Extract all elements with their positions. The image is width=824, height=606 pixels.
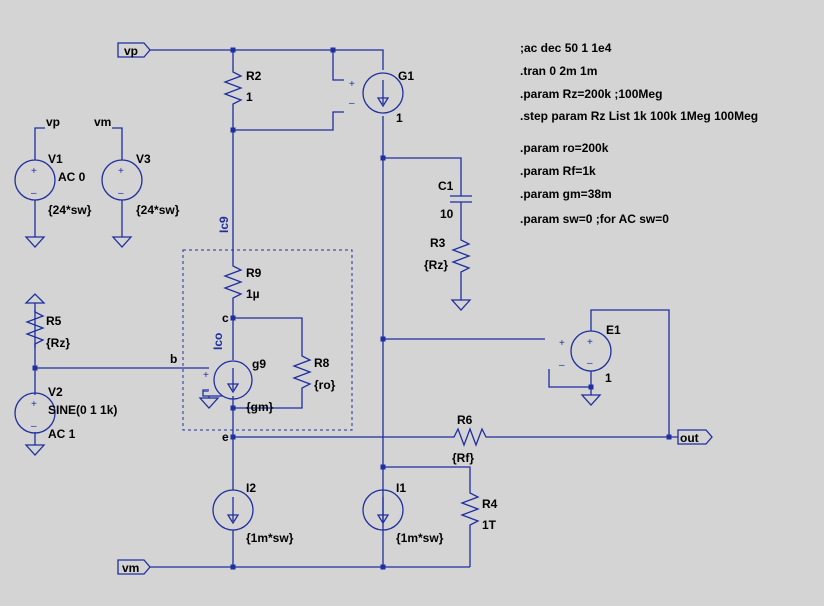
V2-value2: AC 1 xyxy=(48,427,76,441)
wires xyxy=(34,49,678,568)
V2-name: V2 xyxy=(48,385,63,399)
vm-net-label: vm xyxy=(94,115,111,129)
svg-text:out: out xyxy=(680,431,699,445)
R2-value: 1 xyxy=(246,90,253,104)
resistor-R3[interactable] xyxy=(451,234,471,278)
svg-text:+: + xyxy=(559,338,565,349)
svg-text:+: + xyxy=(31,166,37,177)
directive-ac: ;ac dec 50 1 1e4 xyxy=(520,41,612,55)
vcvs-E1[interactable]: + – + – xyxy=(559,330,612,372)
resistor-R6[interactable] xyxy=(448,427,488,447)
voltage-source-V2[interactable]: + – xyxy=(14,392,56,434)
capacitor-C1[interactable] xyxy=(450,180,472,218)
R4-name: R4 xyxy=(482,497,498,511)
svg-text:–: – xyxy=(349,98,355,109)
V3-name: V3 xyxy=(136,152,151,166)
R8-value: {ro} xyxy=(314,378,336,392)
directive-param-ro: .param ro=200k xyxy=(520,141,609,155)
C1-value: 10 xyxy=(440,207,454,221)
svg-text:–: – xyxy=(587,358,593,369)
ground-symbols xyxy=(24,236,602,456)
directive-param-rz: .param Rz=200k ;100Meg xyxy=(520,87,662,101)
G1-name: G1 xyxy=(398,69,414,83)
R8-name: R8 xyxy=(314,356,330,370)
vm-flag-bottom: vm xyxy=(117,559,151,575)
R4-value: 1T xyxy=(482,518,497,532)
resistor-R4[interactable] xyxy=(460,487,480,532)
svg-text:+: + xyxy=(349,79,355,90)
voltage-source-V3[interactable]: + – xyxy=(101,159,143,201)
svg-text:+: + xyxy=(118,166,124,177)
net-e-label: e xyxy=(222,430,229,444)
junction-dots xyxy=(32,47,672,570)
svg-text:vp: vp xyxy=(124,44,138,58)
R5-value: {Rz} xyxy=(46,336,70,350)
g9-name: g9 xyxy=(252,357,266,371)
R3-name: R3 xyxy=(430,236,446,250)
R5-name: R5 xyxy=(46,314,62,328)
svg-text:–: – xyxy=(31,188,37,199)
V3-value: {24*sw} xyxy=(136,203,180,217)
resistor-R9[interactable] xyxy=(223,260,243,302)
I2-value: {1m*sw} xyxy=(246,531,294,545)
V2-value: SINE(0 1 1k) xyxy=(48,403,117,417)
vp-flag-top: vp xyxy=(117,42,151,58)
directive-param-rf: .param Rf=1k xyxy=(520,164,596,178)
svg-text:–: – xyxy=(203,386,209,397)
C1-name: C1 xyxy=(438,179,454,193)
R6-value: {Rf} xyxy=(452,451,474,465)
svg-text:–: – xyxy=(118,188,124,199)
E1-name: E1 xyxy=(606,323,621,337)
I1-value: {1m*sw} xyxy=(396,531,444,545)
svg-text:vm: vm xyxy=(122,561,139,575)
current-source-I2[interactable] xyxy=(212,465,254,531)
current-source-I1[interactable] xyxy=(362,489,404,531)
resistor-R8[interactable] xyxy=(292,350,312,400)
vccs-G1[interactable]: + – xyxy=(349,72,404,114)
spice-directives: ;ac dec 50 1 1e4 .tran 0 2m 1m .param Rz… xyxy=(520,41,758,226)
g9-value: {gm} xyxy=(246,400,274,414)
V1-value2: {24*sw} xyxy=(48,203,92,217)
directive-tran: .tran 0 2m 1m xyxy=(520,64,597,78)
R3-value: {Rz} xyxy=(424,258,448,272)
directive-step: .step param Rz List 1k 100k 1Meg 100Meg xyxy=(520,109,758,123)
resistor-R5[interactable] xyxy=(25,306,45,348)
net-c-label: c xyxy=(222,311,229,325)
vp-net-label: vp xyxy=(46,115,60,129)
vccs-g9[interactable]: + – xyxy=(203,360,253,400)
I2-name: I2 xyxy=(246,481,256,495)
I1-name: I1 xyxy=(396,481,406,495)
E1-value: 1 xyxy=(605,371,612,385)
directive-param-gm: .param gm=38m xyxy=(520,187,612,201)
R6-name: R6 xyxy=(457,413,473,427)
transistor-model-box xyxy=(182,249,353,431)
svg-text:–: – xyxy=(559,360,565,371)
svg-text:–: – xyxy=(31,421,37,432)
voltage-source-V1[interactable]: + – xyxy=(14,159,56,201)
svg-text:+: + xyxy=(31,399,37,410)
V1-value: AC 0 xyxy=(58,170,86,184)
resistor-R2[interactable] xyxy=(223,66,243,110)
G1-value: 1 xyxy=(396,111,403,125)
net-b-label: b xyxy=(170,352,177,366)
R9-name: R9 xyxy=(246,266,262,280)
out-flag: out xyxy=(677,429,713,445)
ico-current-label: Ico xyxy=(211,333,225,350)
R2-name: R2 xyxy=(246,69,262,83)
ic9-current-label: Ic9 xyxy=(217,216,231,233)
directive-param-sw: .param sw=0 ;for AC sw=0 xyxy=(520,212,669,226)
svg-text:+: + xyxy=(203,370,209,381)
svg-text:+: + xyxy=(587,337,593,348)
R9-value: 1µ xyxy=(246,287,260,301)
V1-name: V1 xyxy=(48,152,63,166)
